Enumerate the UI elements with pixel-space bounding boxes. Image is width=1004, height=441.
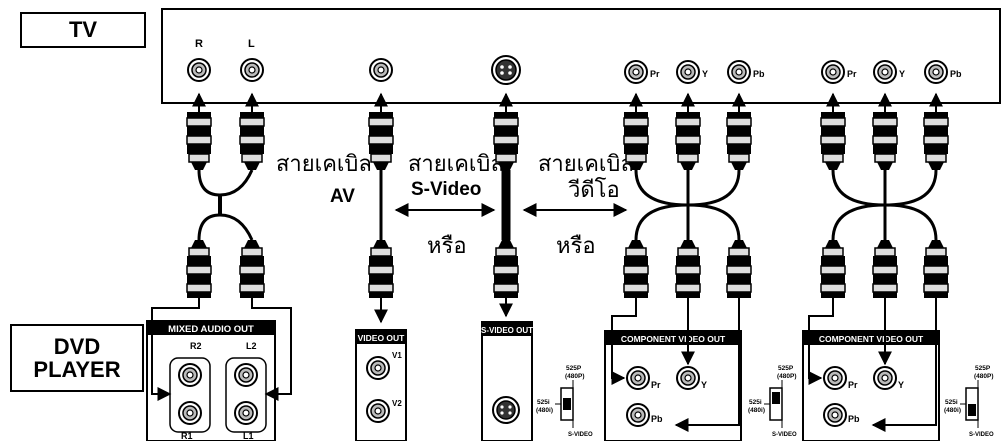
switch3-top-label: 525P bbox=[975, 365, 991, 372]
dvd-audio-r2-jack bbox=[178, 363, 202, 387]
switch2-bottom-label: S-VIDEO bbox=[772, 432, 797, 438]
or-label-2: หรือ bbox=[556, 234, 596, 259]
switch1-left-sub-label: (480i) bbox=[536, 407, 553, 414]
component-video-out-panel-1: COMPONENT VIDEO OUT Pr Y Pb bbox=[604, 330, 742, 441]
tv-component2-pb-jack bbox=[924, 60, 948, 84]
dvd-svideo-jack bbox=[492, 396, 520, 424]
cable-plugs-bottom bbox=[186, 239, 949, 299]
component2-pb-label: Pb bbox=[848, 414, 860, 424]
tv-video-jack bbox=[369, 58, 393, 82]
component2-y-label: Y bbox=[898, 380, 904, 390]
output-switch-3: 525P (480P) 525i (480i) S-VIDEO bbox=[944, 365, 994, 438]
output-switch-1: 525P (480P) 525i (480i) S-VIDEO bbox=[536, 365, 593, 438]
dvd-player-label-line2: PLAYER bbox=[33, 357, 121, 382]
av-cable-eng-label: AV bbox=[330, 186, 355, 207]
component1-routing-lines bbox=[611, 298, 740, 432]
mixed-audio-out-title: MIXED AUDIO OUT bbox=[168, 324, 254, 335]
dvd-component2-pr-jack bbox=[823, 366, 847, 390]
tv-audio-r-label: R bbox=[195, 38, 203, 50]
tv-svideo-jack bbox=[491, 55, 521, 85]
component1-y-label: Y bbox=[701, 380, 707, 390]
svideo-cable-thai-label: สายเคเบิล bbox=[408, 152, 504, 177]
component2-pr-label: Pr bbox=[848, 380, 858, 390]
output-switch-2: 525P (480P) 525i (480i) S-VIDEO bbox=[748, 365, 797, 438]
video-out-v2-label: V2 bbox=[392, 399, 402, 408]
dvd-video-v1-jack bbox=[366, 356, 390, 380]
dvd-component1-pr-jack bbox=[626, 366, 650, 390]
component2-title: COMPONENT VIDEO OUT bbox=[819, 334, 924, 344]
or-label-1: หรือ bbox=[427, 234, 467, 259]
tv-component1-pb-jack bbox=[727, 60, 751, 84]
svideo-cable-eng-label: S-Video bbox=[411, 179, 482, 200]
switch1-top-label: 525P bbox=[566, 365, 582, 372]
dvd-audio-r1-jack bbox=[178, 401, 202, 425]
tv-component2-pb-label: Pb bbox=[950, 69, 962, 79]
switch3-bottom-label: S-VIDEO bbox=[969, 432, 994, 438]
mixed-audio-r1-label: R1 bbox=[181, 431, 193, 441]
tv-audio-r-jack bbox=[187, 58, 211, 82]
tv-component1-pr-jack bbox=[624, 60, 648, 84]
dvd-video-v2-jack bbox=[366, 399, 390, 423]
av-cable-thai-label: สายเคเบิล bbox=[276, 152, 372, 177]
component2-routing-lines bbox=[808, 298, 937, 432]
video-out-title: VIDEO OUT bbox=[358, 333, 406, 343]
switch1-bottom-label: S-VIDEO bbox=[568, 432, 593, 438]
dvd-player-label: DVD PLAYER bbox=[10, 324, 144, 392]
component-cable-thai-label-line1: สายเคเบิล bbox=[538, 152, 634, 177]
mixed-audio-l1-label: L1 bbox=[243, 431, 254, 441]
component-video-out-panel-2: COMPONENT VIDEO OUT Pr Y Pb bbox=[802, 330, 940, 441]
tv-label: TV bbox=[20, 12, 146, 48]
tv-audio-l-jack bbox=[240, 58, 264, 82]
switch2-left-label: 525i bbox=[749, 399, 762, 406]
dvd-player-label-line1: DVD bbox=[53, 333, 101, 359]
component1-pb-label: Pb bbox=[651, 414, 663, 424]
tv-component2-pr-jack bbox=[821, 60, 845, 84]
switch1-top-sub-label: (480P) bbox=[565, 373, 585, 380]
switch2-top-label: 525P bbox=[778, 365, 794, 372]
dvd-audio-l1-jack bbox=[234, 401, 258, 425]
component1-title: COMPONENT VIDEO OUT bbox=[621, 334, 726, 344]
component-cable-thai-label-line2: วีดีโอ bbox=[568, 178, 620, 203]
tv-input-arrows bbox=[192, 92, 943, 112]
switch2-left-sub-label: (480i) bbox=[748, 407, 765, 414]
switch3-top-sub-label: (480P) bbox=[974, 373, 994, 380]
audio-routing-lines bbox=[151, 298, 292, 401]
component1-pr-label: Pr bbox=[651, 380, 661, 390]
tv-component1-pr-label: Pr bbox=[650, 69, 660, 79]
dvd-audio-l2-jack bbox=[234, 363, 258, 387]
tv-audio-l-label: L bbox=[248, 38, 255, 50]
video-out-v1-label: V1 bbox=[392, 351, 402, 360]
switch3-left-sub-label: (480i) bbox=[944, 407, 961, 414]
tv-component2-y-jack bbox=[873, 60, 897, 84]
svideo-out-title: S-VIDEO OUT bbox=[481, 326, 533, 335]
tv-back-panel bbox=[161, 8, 1001, 104]
dvd-component1-y-jack bbox=[676, 366, 700, 390]
tv-label-text: TV bbox=[68, 17, 98, 43]
tv-component2-pr-label: Pr bbox=[847, 69, 857, 79]
tv-component1-pb-label: Pb bbox=[753, 69, 765, 79]
tv-component2-y-label: Y bbox=[899, 69, 905, 79]
mixed-audio-r2-label: R2 bbox=[190, 341, 202, 351]
dvd-component2-y-jack bbox=[873, 366, 897, 390]
video-out-panel: VIDEO OUT V1 V2 bbox=[355, 329, 407, 441]
switch2-top-sub-label: (480P) bbox=[777, 373, 797, 380]
dvd-component2-pb-jack bbox=[823, 403, 847, 427]
cable-wires bbox=[197, 169, 938, 241]
tv-component1-y-jack bbox=[676, 60, 700, 84]
tv-component1-y-label: Y bbox=[702, 69, 708, 79]
switch3-left-label: 525i bbox=[945, 399, 958, 406]
cable-plugs-top bbox=[186, 111, 949, 171]
switch1-left-label: 525i bbox=[537, 399, 550, 406]
dvd-component1-pb-jack bbox=[626, 403, 650, 427]
mixed-audio-l2-label: L2 bbox=[246, 341, 257, 351]
